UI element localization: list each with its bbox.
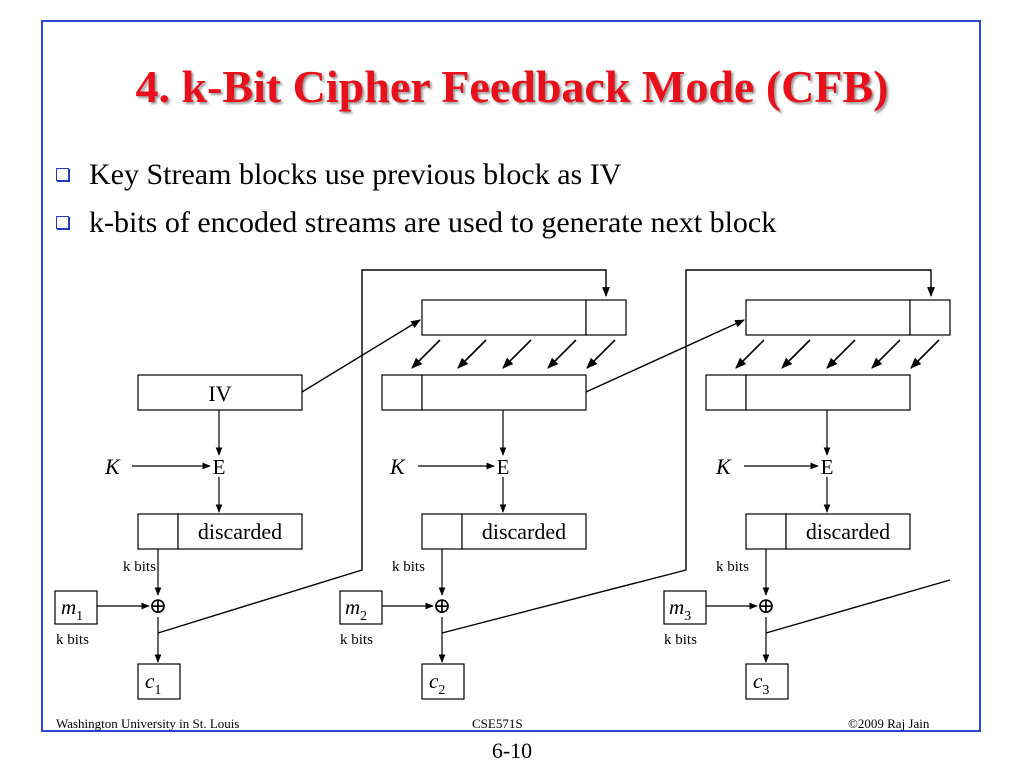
iv-register: [137, 374, 303, 411]
slide-title: 4. k-Bit Cipher Feedback Mode (CFB): [135, 61, 889, 112]
discarded-segment: [177, 513, 303, 550]
slide-frame: [41, 20, 981, 732]
discarded-label: discarded: [806, 519, 890, 544]
bullet-box-icon: [56, 215, 69, 229]
shift-register-top: [421, 299, 587, 336]
kbit-output-segment: [745, 513, 787, 550]
encrypt-label: E: [213, 455, 226, 479]
ciphertext-label: c3: [753, 669, 769, 698]
key-label: K: [389, 454, 406, 479]
shift-register-bottom: [421, 374, 587, 411]
kbit-output-segment: [421, 513, 463, 550]
bullet-item: k-bits of encoded streams are used to ge…: [56, 206, 776, 240]
k-bits-label: k bits: [392, 559, 425, 575]
k-bits-label: k bits: [56, 632, 89, 648]
xor-icon: ⊕: [433, 593, 451, 618]
page-number: 6-10: [491, 738, 533, 763]
kbit-input-segment: [909, 299, 951, 336]
kbit-input-segment: [585, 299, 627, 336]
shift-register-bottom-left: [705, 374, 747, 411]
k-bits-label: k bits: [123, 559, 156, 575]
footer-copyright: ©2009 Raj Jain: [848, 716, 930, 731]
encrypt-label: E: [497, 455, 510, 479]
message-box: [54, 590, 98, 625]
discarded-segment: [461, 513, 587, 550]
message-label: m3: [669, 595, 691, 624]
discarded-label: discarded: [198, 519, 282, 544]
bullet-text: Key Stream blocks use previous block as …: [89, 158, 622, 191]
key-label: K: [715, 454, 732, 479]
ciphertext-label: c2: [429, 669, 445, 698]
iv-label: IV: [208, 381, 231, 406]
shift-register-top: [745, 299, 911, 336]
stage-1: IV K E discarded k bits m1 k bits ⊕ c1: [54, 269, 610, 700]
footer-institution: Washington University in St. Louis: [56, 716, 240, 731]
encrypt-label: E: [821, 455, 834, 479]
message-box: [663, 590, 707, 625]
xor-icon: ⊕: [149, 593, 167, 618]
message-box: [339, 590, 383, 625]
ciphertext-box: [137, 663, 181, 700]
bullet-box-icon: [56, 167, 69, 181]
ciphertext-box: [421, 663, 465, 700]
stage-2: K E discarded k bits m2 k bits ⊕ c2: [339, 269, 935, 700]
shift-register-bottom: [745, 374, 911, 411]
shift-register-bottom-left: [381, 374, 423, 411]
key-label: K: [104, 454, 121, 479]
ciphertext-label: c1: [145, 669, 161, 698]
message-label: m2: [345, 595, 367, 624]
xor-icon: ⊕: [757, 593, 775, 618]
k-bits-label: k bits: [340, 632, 373, 648]
bullet-text: k-bits of encoded streams are used to ge…: [89, 206, 777, 239]
stage-3: K E discarded k bits m3 k bits ⊕ c3: [663, 299, 951, 700]
discarded-label: discarded: [482, 519, 566, 544]
kbit-output-segment: [137, 513, 179, 550]
discarded-segment: [785, 513, 911, 550]
k-bits-label: k bits: [716, 559, 749, 575]
footer-course: CSE571S: [472, 716, 523, 731]
k-bits-label: k bits: [664, 632, 697, 648]
bullet-item: Key Stream blocks use previous block as …: [56, 158, 621, 192]
message-label: m1: [61, 595, 83, 624]
ciphertext-box: [745, 663, 789, 700]
